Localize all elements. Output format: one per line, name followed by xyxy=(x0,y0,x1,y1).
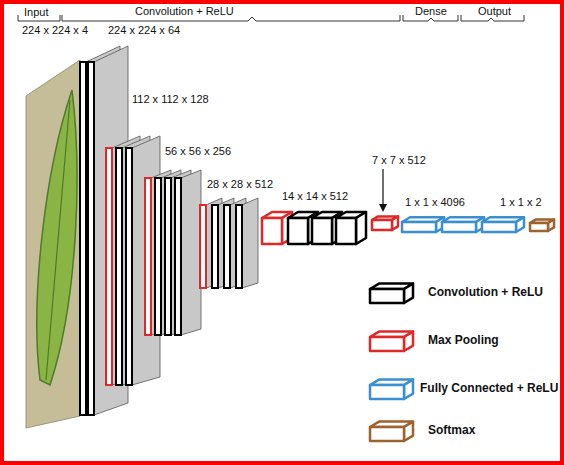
dimension-label: 1 x 1 x 4096 xyxy=(405,196,465,209)
legend-swatch xyxy=(366,372,418,404)
softmax-layer xyxy=(530,219,554,231)
swatch-face xyxy=(370,337,404,351)
legend-text: Fully Connected + ReLU xyxy=(420,381,558,395)
dimension-label: 14 x 14 x 512 xyxy=(282,190,348,203)
conv-block-2 xyxy=(106,136,160,385)
dimension-label: 224 x 224 x 64 xyxy=(108,24,180,37)
conv-block-5 xyxy=(262,212,366,244)
section-label: Output xyxy=(478,5,511,18)
section-label: Input xyxy=(24,6,48,19)
swatch-face xyxy=(404,422,413,441)
swatch-face xyxy=(370,385,404,399)
legend-text: Max Pooling xyxy=(428,333,499,347)
pointer-arrow xyxy=(379,169,387,212)
input-image xyxy=(26,60,80,428)
swatch-face xyxy=(404,332,413,351)
section-brackets xyxy=(18,15,524,21)
dimension-label: 224 x 224 x 4 xyxy=(22,24,88,37)
section-label: Convolution + ReLU xyxy=(135,5,234,18)
conv-block-1 xyxy=(80,46,128,415)
swatch-face xyxy=(370,289,404,303)
final-pool xyxy=(372,216,398,230)
dimension-label: 7 x 7 x 512 xyxy=(372,154,426,167)
dimension-label: 1 x 1 x 2 xyxy=(500,196,542,209)
dimension-label: 28 x 28 x 512 xyxy=(207,178,273,191)
swatch-face xyxy=(404,284,413,303)
conv-block-4 xyxy=(200,198,258,288)
legend-swatch xyxy=(366,414,418,446)
legend-text: Softmax xyxy=(428,423,475,437)
legend-text: Convolution + ReLU xyxy=(428,285,543,299)
dimension-label: 112 x 112 x 128 xyxy=(132,93,209,106)
legend-swatch xyxy=(366,324,418,356)
dimension-label: 56 x 56 x 256 xyxy=(165,145,231,158)
swatch-face xyxy=(370,427,404,441)
swatch-face xyxy=(404,380,413,399)
legend-swatch xyxy=(366,276,418,308)
dense-layers xyxy=(402,217,524,232)
section-label: Dense xyxy=(415,5,447,18)
conv-block-3 xyxy=(145,170,201,335)
